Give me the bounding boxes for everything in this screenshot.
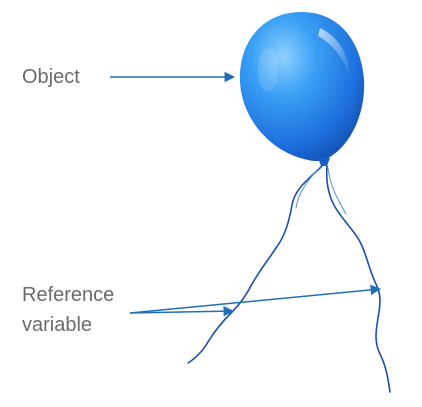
reference-arrow-left-string bbox=[129, 305, 235, 317]
reference-variable-label-line1: Reference bbox=[22, 284, 115, 306]
balloon-strings bbox=[187, 165, 391, 393]
reference-variable-label-line2: variable bbox=[22, 314, 93, 336]
reference-arrow-right-string bbox=[129, 284, 382, 314]
balloon-icon bbox=[239, 12, 365, 166]
object-label: Object bbox=[22, 66, 80, 88]
